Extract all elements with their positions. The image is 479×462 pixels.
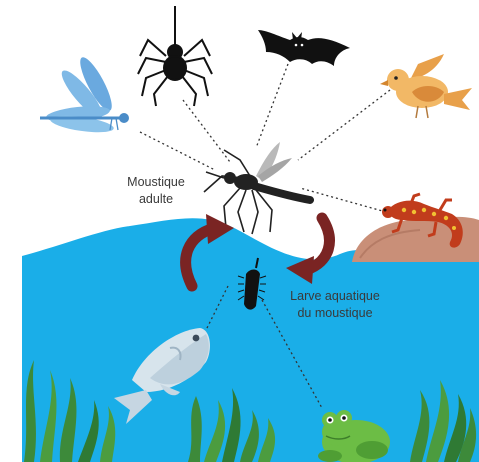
larva-label: Larve aquatique du moustique	[270, 288, 400, 322]
mosquito-icon	[204, 142, 310, 234]
line-spider	[183, 100, 230, 162]
adult-label-line1: Moustique	[108, 174, 204, 191]
spider-icon	[138, 6, 212, 106]
line-dragonfly	[140, 132, 215, 170]
line-bat	[256, 64, 288, 148]
larva-label-line1: Larve aquatique	[270, 288, 400, 305]
dragonfly-icon	[40, 54, 129, 136]
adult-mosquito-label: Moustique adulte	[108, 174, 204, 208]
adult-label-line2: adulte	[108, 191, 204, 208]
larva-label-line2: du moustique	[270, 305, 400, 322]
bird-icon	[380, 54, 472, 118]
bat-icon	[258, 30, 350, 66]
line-bird	[298, 90, 390, 160]
